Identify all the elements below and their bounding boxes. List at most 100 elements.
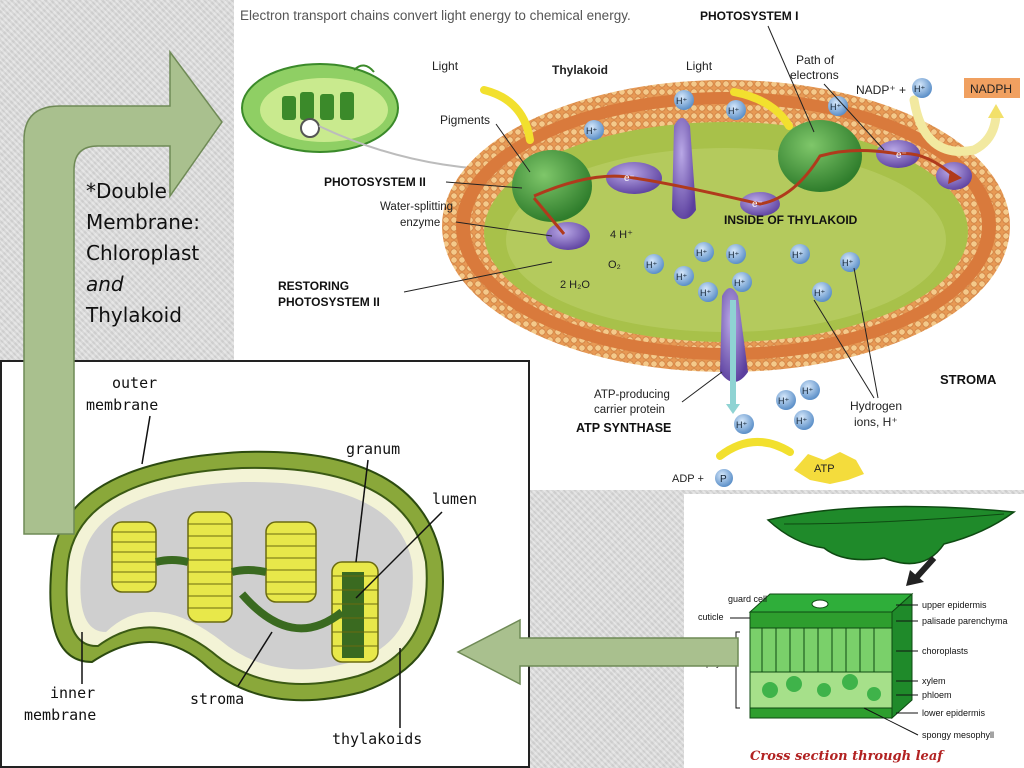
granum-stack: [187, 511, 233, 623]
electron-label: e⁻: [624, 173, 635, 184]
nadph-arrow: [909, 95, 1001, 156]
electron-transport-diagram: Electron transport chains convert light …: [234, 0, 1024, 490]
h-ion: H⁺: [794, 410, 814, 430]
atp-carrier-label-line1: ATP-producing: [594, 389, 670, 401]
h-ion: H⁺: [694, 242, 714, 262]
inside-thylakoid-label: INSIDE OF THYLAKOID: [724, 213, 858, 227]
svg-text:H⁺: H⁺: [676, 272, 687, 282]
light-arrow-left: [480, 86, 534, 144]
outer-membrane-label-line1: outer: [112, 374, 157, 392]
xylem-label: xylem: [922, 676, 946, 686]
h-ion: H⁺: [776, 390, 796, 410]
h-ion: H⁺: [800, 380, 820, 400]
svg-text:H⁺: H⁺: [842, 258, 853, 268]
svg-text:H⁺: H⁺: [734, 278, 745, 288]
h-ion: H⁺: [644, 254, 664, 274]
h-ion: H⁺: [698, 282, 718, 302]
four-h-plus-label: 4 H⁺: [610, 229, 633, 241]
leader-line: [445, 181, 523, 189]
electron-label: e⁻: [752, 199, 763, 210]
mesophyll-bracket: [735, 631, 740, 709]
nadph-label: NADPH: [970, 82, 1012, 96]
thylakoid-label: Thylakoid: [552, 63, 608, 77]
atp-carrier-label-line2: carrier protein: [594, 404, 665, 416]
leaf-cross-section: guard cell cuticle mesophyll upper epide…: [684, 494, 1024, 768]
atp-burst: [794, 452, 864, 484]
slide-text-line: and: [86, 272, 124, 296]
h-ion: H⁺: [912, 78, 932, 98]
granum-label: granum: [346, 440, 400, 458]
photosystem-ii-label: PHOTOSYSTEM II: [324, 175, 426, 189]
leader-line: [355, 459, 369, 563]
leader-line: [853, 267, 879, 399]
h-ion: H⁺: [726, 100, 746, 120]
slide-text-line: Membrane:: [86, 210, 200, 234]
leaf-shape: [766, 505, 1017, 565]
svg-text:H⁺: H⁺: [728, 106, 739, 116]
svg-text:H⁺: H⁺: [914, 84, 925, 94]
atp-arrow: [716, 437, 794, 460]
guard-cell-label: guard cell: [728, 594, 767, 604]
electron-path-arrowhead: [948, 170, 962, 184]
spongy-mesophyll-label: spongy mesophyll: [922, 730, 994, 740]
path-of-electrons-label-line1: Path of: [796, 53, 835, 67]
leader-line: [495, 123, 531, 173]
path-of-electrons-label-line2: electrons: [790, 68, 839, 82]
leaf-svg: guard cell cuticle mesophyll upper epide…: [684, 505, 1017, 764]
stroma-lamellae: [155, 556, 345, 633]
photosystem-ii-shape: [512, 150, 592, 222]
o2-label: O₂: [608, 259, 621, 271]
svg-text:H⁺: H⁺: [814, 288, 825, 298]
h-ion: H⁺: [828, 96, 848, 116]
svg-text:H⁺: H⁺: [736, 420, 747, 430]
phloem-label: phloem: [922, 690, 952, 700]
stroma-label: STROMA: [940, 372, 997, 387]
h-ion: H⁺: [674, 90, 694, 110]
leaf-vein: [783, 513, 1005, 525]
svg-text:H⁺: H⁺: [802, 386, 813, 396]
slide-text-line: Chloroplast: [86, 241, 200, 265]
hydrogen-ions-label-line1: Hydrogen: [850, 399, 902, 413]
nadp-plus-label: NADP⁺ +: [856, 83, 906, 97]
leaf-caption: Cross section through leaf: [750, 749, 945, 764]
svg-text:H⁺: H⁺: [778, 396, 789, 406]
leaf-block: [748, 592, 914, 720]
cuticle-label: cuticle: [698, 612, 724, 622]
leader-line: [813, 299, 875, 399]
svg-text:H⁺: H⁺: [586, 126, 597, 136]
svg-text:H⁺: H⁺: [646, 260, 657, 270]
svg-text:H⁺: H⁺: [830, 102, 841, 112]
light-arrow-right: [730, 88, 793, 130]
svg-text:H⁺: H⁺: [796, 416, 807, 426]
electron-transport-svg: Electron transport chains convert light …: [240, 8, 1020, 487]
leader-line: [823, 83, 885, 151]
chloroplast-svg: outer membrane granum lumen inner membra…: [24, 374, 477, 748]
diagram-title: Electron transport chains convert light …: [240, 8, 631, 23]
electron-label: e⁻: [896, 150, 907, 161]
h-ion: H⁺: [734, 414, 754, 434]
cytochrome-complex: [672, 118, 696, 219]
chloroplasts-label: choroplasts: [922, 646, 969, 656]
h-ion: H⁺: [584, 120, 604, 140]
phosphate-label: P: [720, 474, 727, 485]
slide-text-line: *Double: [86, 179, 167, 203]
leader-line: [237, 631, 273, 687]
h-ion: H⁺: [674, 266, 694, 286]
phosphate-circle: [715, 469, 733, 487]
h-ion: H⁺: [812, 282, 832, 302]
adp-label: ADP +: [672, 473, 704, 485]
nadph-arrowhead: [988, 104, 1004, 118]
leader-line: [403, 261, 553, 293]
leader-line: [863, 707, 919, 736]
lumen-label: lumen: [432, 490, 477, 508]
slide-text-line: Thylakoid: [86, 303, 182, 327]
two-h2o-label: 2 H₂O: [560, 279, 590, 291]
hydrogen-ions-label-line2: ions, H⁺: [854, 415, 898, 429]
water-splitting-enzyme-shape: [546, 222, 590, 250]
mesophyll-label: mesophyll: [684, 658, 725, 668]
leader-line: [767, 25, 815, 133]
h-ion: H⁺: [840, 252, 860, 272]
hydrogen-ions: H⁺ H⁺ H⁺ H⁺ H⁺ H⁺ H⁺ H⁺ H⁺ H⁺ H⁺ H⁺ H⁺ H…: [584, 78, 932, 434]
palisade-label: palisade parenchyma: [922, 616, 1008, 626]
restoring-label-line1: RESTORING: [278, 279, 349, 293]
